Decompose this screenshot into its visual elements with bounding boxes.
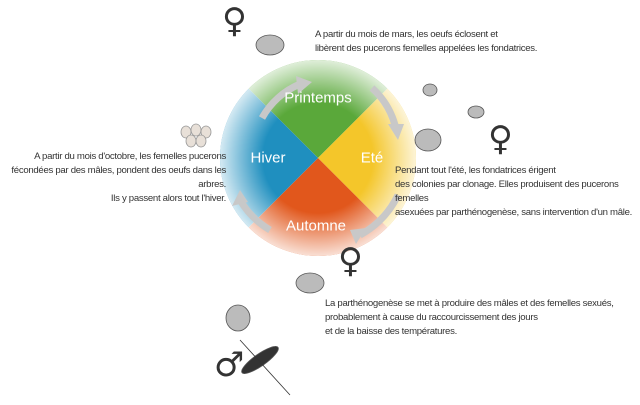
spring-description: A partir du mois de mars, les oeufs éclo… (315, 28, 537, 56)
text-line: asexuées par parthénogenèse, sans interv… (395, 207, 633, 218)
season-label-autumn: Automne (285, 217, 347, 235)
arrow-spring-summer (369, 85, 399, 127)
eggs-icon (180, 123, 212, 148)
male-symbol-icon: ♂ (214, 345, 245, 385)
text-line: des colonies par clonage. Elles produise… (395, 179, 619, 204)
text-line: A partir du mois d'octobre, les femelles… (34, 151, 226, 162)
arrow-heads (232, 76, 404, 244)
winter-description: A partir du mois d'octobre, les femelles… (0, 150, 226, 206)
text-line: probablement à cause du raccourcissement… (325, 312, 538, 323)
aphid-icon (225, 304, 251, 332)
aphid-icon (295, 272, 325, 294)
season-label-winter: Hiver (250, 149, 286, 167)
aphid-illustrations (225, 34, 485, 396)
arrow-winter-spring (258, 80, 302, 120)
female-symbol-icon: ♀ (222, 1, 247, 41)
text-line: Ils y passent alors tout l'hiver. (110, 193, 226, 204)
autumn-description: La parthénogenèse se met à produire des … (325, 297, 614, 339)
arrow-summer-autumn (358, 193, 402, 239)
text-line: et de la baisse des températures. (325, 326, 457, 337)
summer-description: Pendant tout l'été, les fondatrices érig… (395, 164, 640, 220)
text-line: fécondées par des mâles, pondent des oeu… (11, 165, 226, 190)
aphid-icon (422, 83, 438, 97)
aphid-icon (255, 34, 285, 56)
season-label-spring: Printemps (284, 89, 352, 107)
text-line: A partir du mois de mars, les oeufs éclo… (315, 29, 498, 40)
text-line: La parthénogenèse se met à produire des … (325, 298, 614, 309)
aphid-icon (467, 105, 485, 119)
aphid-icon (414, 128, 442, 152)
female-symbol-icon: ♀ (488, 119, 513, 159)
text-line: Pendant tout l'été, les fondatrices érig… (395, 165, 556, 176)
winged-aphid-icon (241, 346, 279, 374)
female-symbol-icon: ♀ (338, 241, 363, 281)
text-line: libèrent des pucerons femelles appelées … (315, 43, 538, 54)
season-label-summer: Eté (360, 149, 384, 167)
